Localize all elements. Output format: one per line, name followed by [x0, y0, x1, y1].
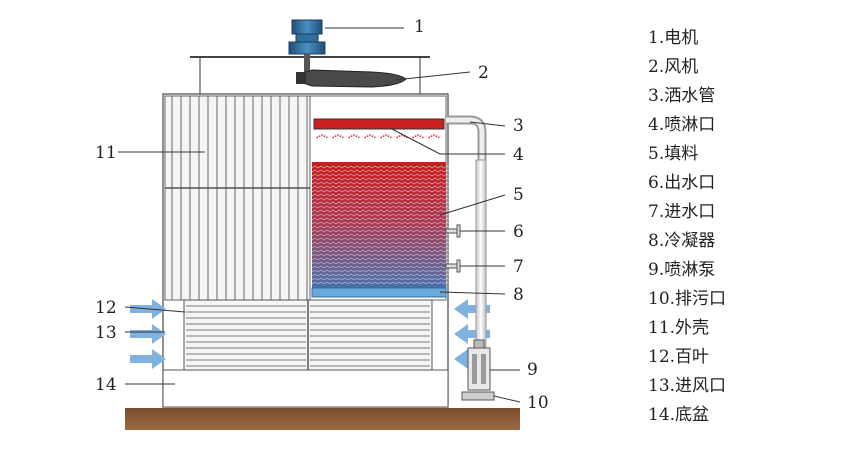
callout-2: 2 — [478, 63, 489, 83]
legend-item-11: 11.外壳 — [648, 318, 710, 338]
legend-item-5: 5.填料 — [648, 144, 699, 164]
callout-5: 5 — [513, 185, 524, 205]
legend-item-8: 8.冷凝器 — [648, 231, 716, 251]
legend-item-1: 1.电机 — [648, 28, 699, 48]
legend-item-9: 9.喷淋泵 — [648, 260, 716, 280]
legend-item-10: 10.排污口 — [648, 289, 727, 309]
callout-13: 13 — [95, 323, 117, 343]
callout-8: 8 — [513, 285, 524, 305]
callout-12: 12 — [95, 298, 117, 318]
callout-1: 1 — [414, 17, 425, 37]
legend: 1.电机 2.风机 3.洒水管 4.喷淋口 5.填料 6.出水口 7.进水口 8… — [648, 24, 848, 430]
callout-14: 14 — [95, 375, 117, 395]
callout-7: 7 — [513, 257, 524, 277]
callout-4: 4 — [513, 145, 524, 165]
legend-item-6: 6.出水口 — [648, 173, 716, 193]
callout-6: 6 — [513, 222, 524, 242]
legend-item-14: 14.底盆 — [648, 405, 710, 425]
legend-item-7: 7.进水口 — [648, 202, 716, 222]
legend-item-12: 12.百叶 — [648, 347, 710, 367]
callout-9: 9 — [527, 360, 538, 380]
legend-item-2: 2.风机 — [648, 57, 699, 77]
callout-3: 3 — [513, 116, 524, 136]
leader-lines — [118, 27, 521, 403]
airflow-arrows — [130, 299, 490, 369]
pump — [461, 339, 495, 401]
callout-10: 10 — [527, 393, 549, 413]
legend-item-4: 4.喷淋口 — [648, 115, 716, 135]
louvers — [183, 299, 433, 371]
basin — [162, 369, 449, 408]
legend-item-13: 13.进风口 — [648, 376, 727, 396]
legend-item-3: 3.洒水管 — [648, 86, 716, 106]
spray-header — [313, 118, 445, 130]
ground — [125, 408, 520, 430]
motor — [288, 19, 326, 76]
shell — [164, 95, 311, 301]
outlet-inlet-nozzles — [445, 224, 461, 273]
callout-11: 11 — [95, 143, 117, 163]
